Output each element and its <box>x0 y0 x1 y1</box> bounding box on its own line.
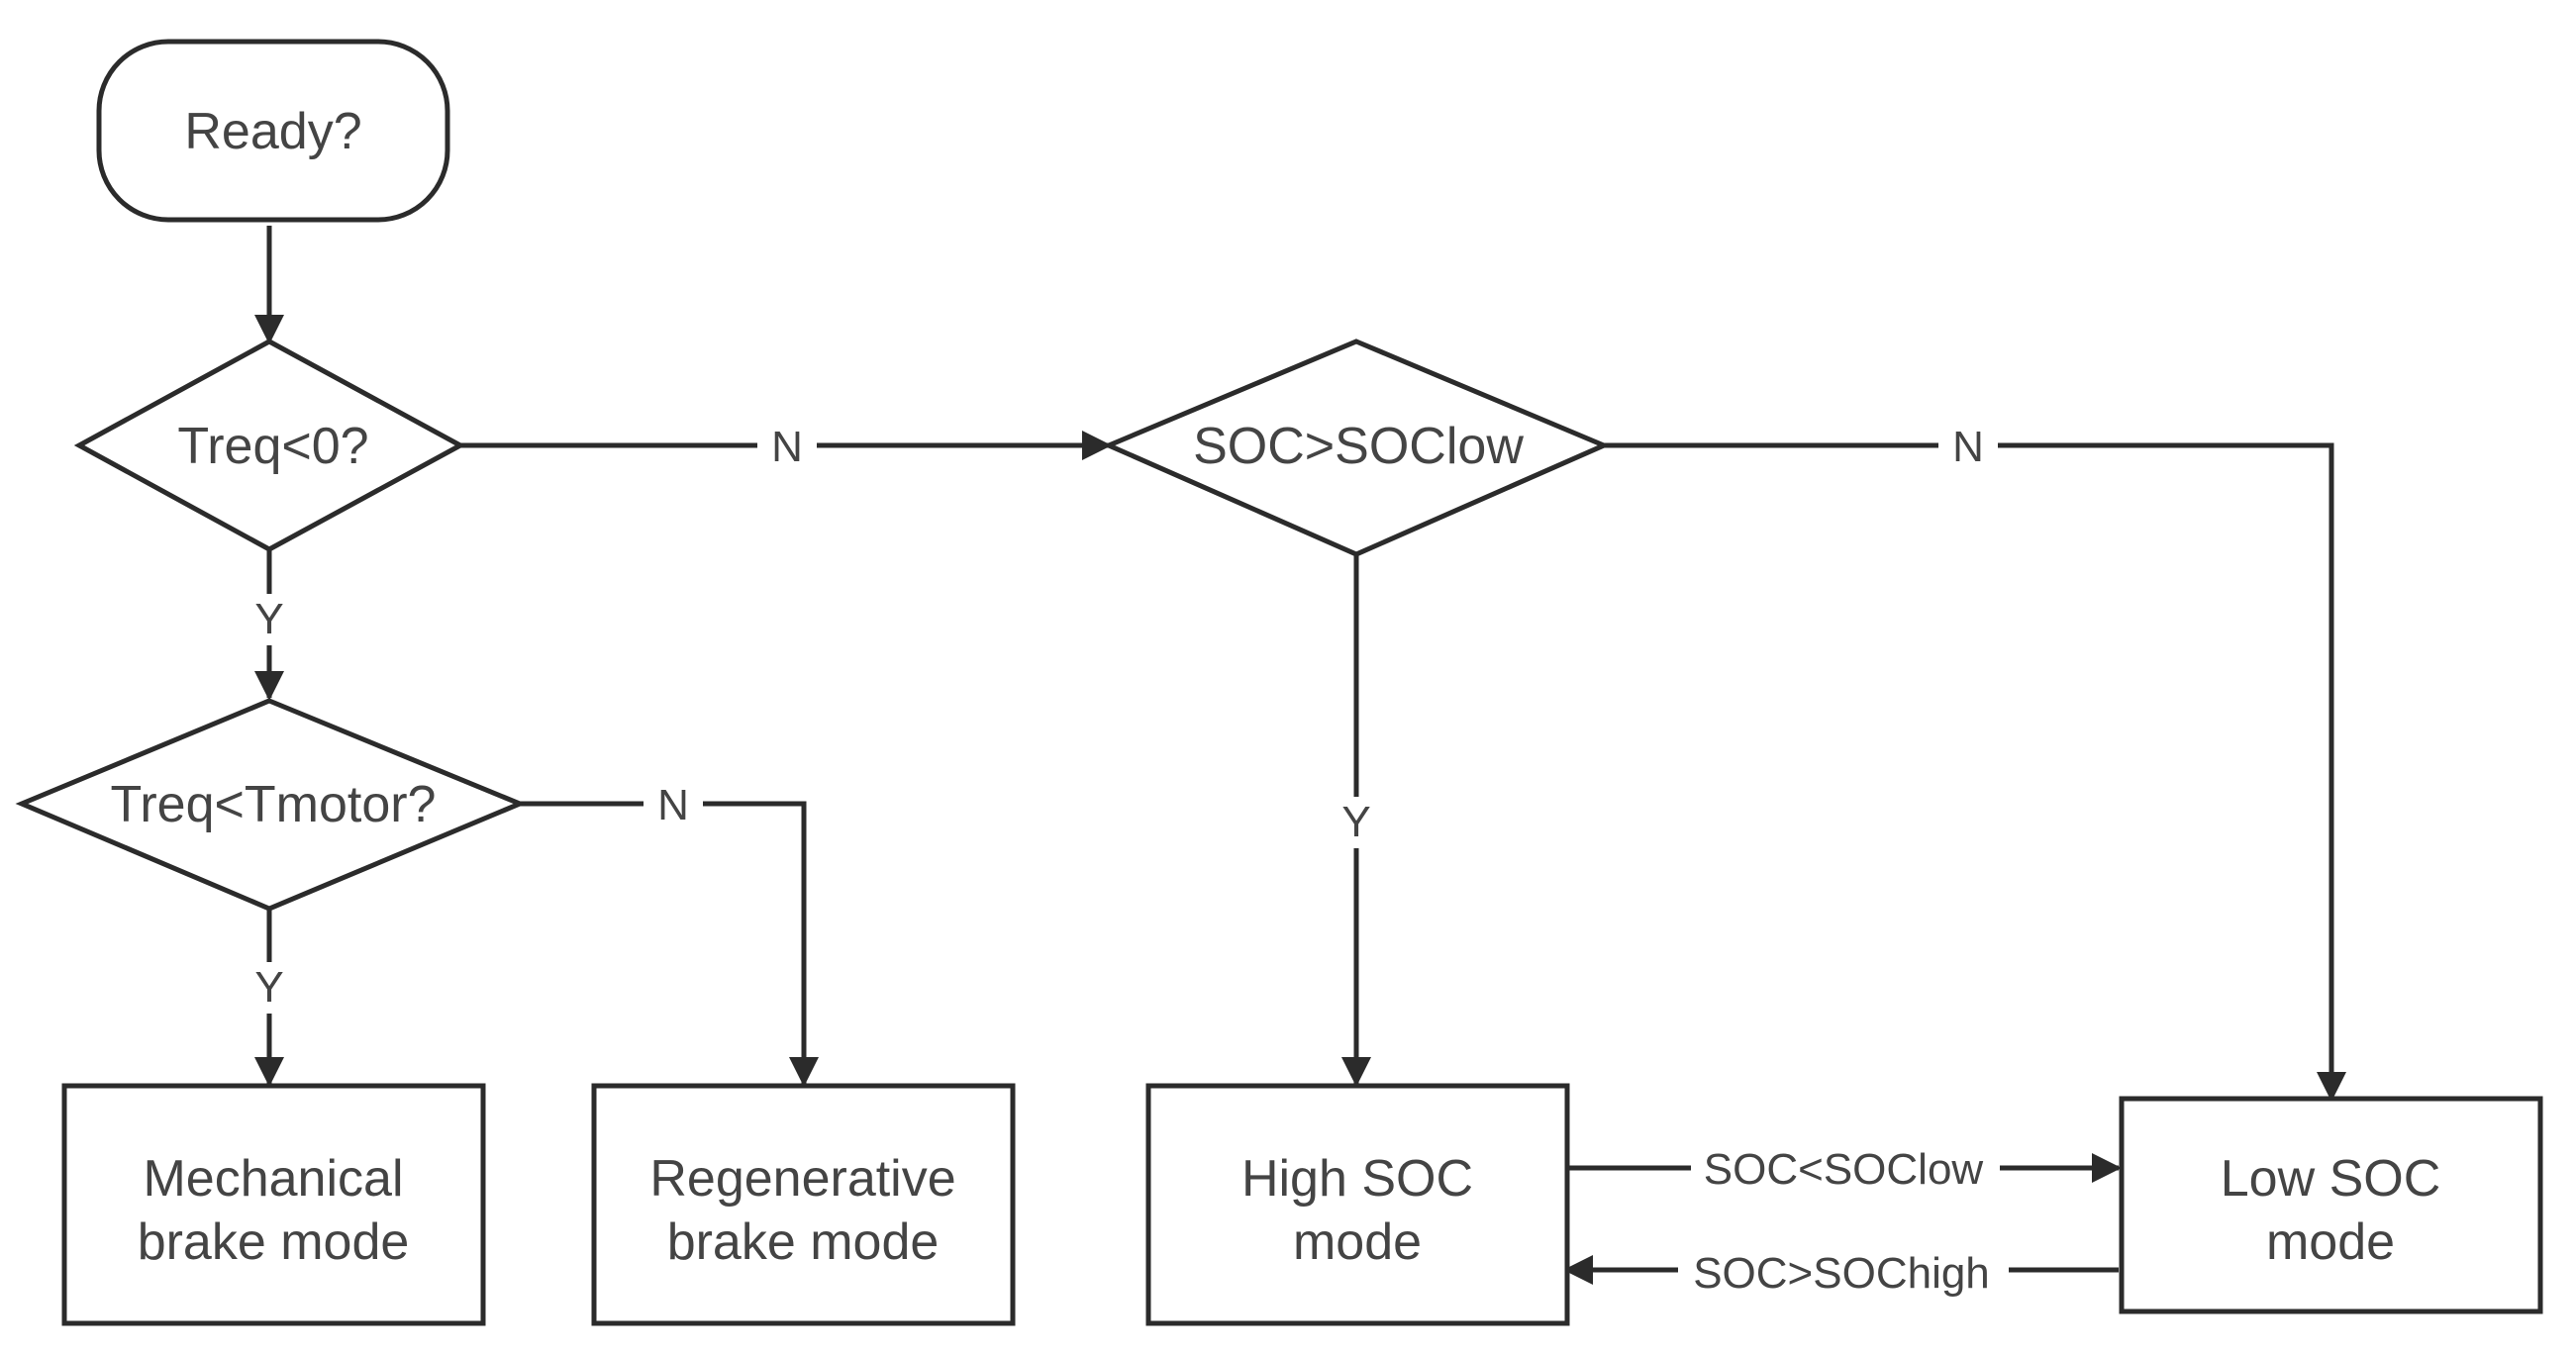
low-soc-node: Low SOC mode <box>2119 1096 2543 1314</box>
decision-treq-label: Treq<0? <box>177 418 368 475</box>
edge-label-low-to-high: SOC>SOChigh <box>1693 1249 1990 1298</box>
edge-label-treq-yes: Y <box>254 595 283 643</box>
edge-soc-no <box>1604 442 2346 1102</box>
edge-label-tmotor-yes: Y <box>254 963 283 1012</box>
mechanical-brake-line2: brake mode <box>138 1213 410 1271</box>
low-soc-line2: mode <box>2266 1213 2395 1271</box>
decision-tmotor: Treq<Tmotor? <box>15 698 527 912</box>
decision-tmotor-label: Treq<Tmotor? <box>111 776 437 833</box>
decision-soc-label: SOC>SOClow <box>1193 418 1524 475</box>
high-soc-line2: mode <box>1293 1213 1422 1271</box>
mechanical-brake-line1: Mechanical <box>143 1150 403 1208</box>
edge-label-high-to-low: SOC<SOClow <box>1704 1145 1984 1194</box>
edge-label-tmotor-no: N <box>657 781 689 829</box>
decision-treq: Treq<0? <box>73 339 466 552</box>
regenerative-brake-node: Regenerative brake mode <box>591 1083 1016 1326</box>
decision-soc: SOC>SOClow <box>1102 339 1611 557</box>
start-node-label: Ready? <box>184 103 361 160</box>
regenerative-brake-line2: brake mode <box>667 1213 940 1271</box>
edge-label-treq-no: N <box>771 423 803 471</box>
start-node: Ready? <box>96 39 450 223</box>
regenerative-brake-line1: Regenerative <box>649 1150 955 1208</box>
high-soc-line1: High SOC <box>1241 1150 1473 1208</box>
edge-tmotor-no <box>520 801 819 1087</box>
mechanical-brake-node: Mechanical brake mode <box>61 1083 486 1326</box>
high-soc-node: High SOC mode <box>1145 1083 1570 1326</box>
edge-label-soc-yes: Y <box>1341 798 1370 846</box>
edge-label-soc-no: N <box>1952 423 1984 471</box>
low-soc-line1: Low SOC <box>2221 1150 2441 1208</box>
